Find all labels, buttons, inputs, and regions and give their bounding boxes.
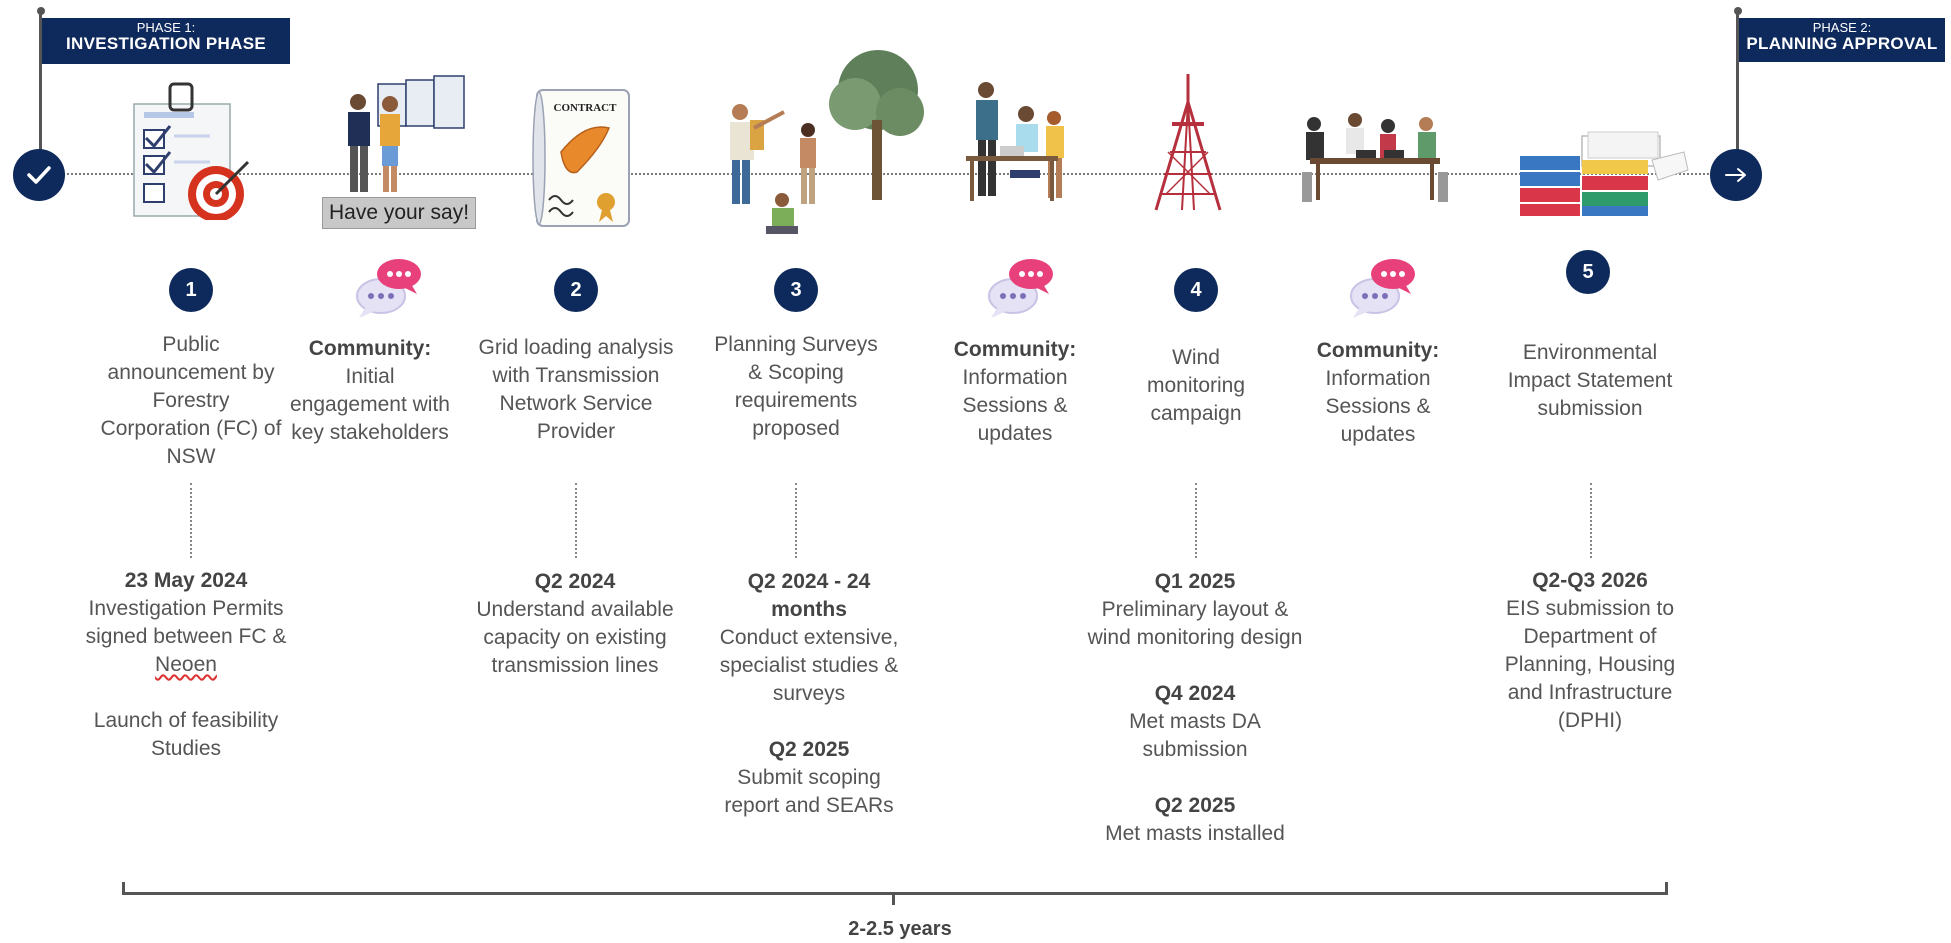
contract-illustration bbox=[532, 89, 630, 227]
step-4-date2: Q4 2024 bbox=[1154, 682, 1236, 705]
step-2-details: Q2 2024 Understand available capacity on… bbox=[455, 568, 695, 680]
community-3: Community: Information Sessions & update… bbox=[1298, 337, 1458, 449]
phase2-flag: PHASE 2: PLANNING APPROVAL bbox=[1739, 18, 1945, 62]
connector-1 bbox=[190, 483, 192, 558]
step-number-1: 1 bbox=[169, 268, 213, 312]
step-4-detail-text2: Met masts DA submission bbox=[1129, 710, 1261, 761]
step-2-date: Q2 2024 bbox=[534, 570, 616, 593]
team-desk-illustration bbox=[966, 82, 1064, 201]
community-1-title: Community: bbox=[308, 337, 432, 360]
step-3-detail-text2: Submit scoping report and SEARs bbox=[724, 766, 894, 817]
community-3-text: Information Sessions & updates bbox=[1325, 367, 1431, 446]
community-2: Community: Information Sessions & update… bbox=[935, 336, 1095, 448]
community-1-text: Initial engagement with key stakeholders bbox=[290, 365, 450, 444]
step-4-date3: Q2 2025 bbox=[1154, 794, 1236, 817]
step-1-details: 23 May 2024 Investigation Permits signed… bbox=[70, 567, 302, 763]
met-mast-illustration bbox=[1154, 74, 1222, 211]
step-1-date: 23 May 2024 bbox=[124, 569, 248, 592]
step-3-details: Q2 2024 - 24 months Conduct extensive, s… bbox=[700, 568, 918, 820]
community-3-title: Community: bbox=[1316, 339, 1440, 362]
step-1-description: Public announcement by Forestry Corporat… bbox=[100, 333, 282, 468]
step-1-detail-text: Investigation Permits signed between FC … bbox=[85, 597, 287, 648]
community-2-text: Information Sessions & updates bbox=[962, 366, 1068, 445]
step-number-4: 4 bbox=[1174, 268, 1218, 312]
flagpole-knob bbox=[1734, 7, 1742, 15]
surveyors-illustration bbox=[730, 50, 924, 234]
phase2-label: PHASE 2: bbox=[1812, 20, 1872, 35]
step-number-5: 5 bbox=[1566, 250, 1610, 294]
end-circle bbox=[1710, 149, 1762, 201]
flagpole-1 bbox=[39, 12, 42, 157]
speech-bubble-icon bbox=[356, 259, 421, 318]
phase1-flag: PHASE 1: INVESTIGATION PHASE bbox=[42, 18, 290, 64]
phase1-label: PHASE 1: bbox=[136, 20, 196, 35]
meeting-illustration bbox=[1302, 113, 1448, 202]
binders-illustration bbox=[1520, 131, 1689, 216]
step-number-2: 2 bbox=[554, 268, 598, 312]
arrow-right-icon bbox=[1725, 168, 1746, 182]
step-2-description: Grid loading analysis with Transmission … bbox=[478, 336, 674, 443]
speech-bubble-icon bbox=[1350, 259, 1415, 318]
flagpole-knob bbox=[37, 7, 45, 15]
community-1: Community: Initial engagement with key s… bbox=[290, 335, 450, 447]
community-2-title: Community: bbox=[953, 338, 1077, 361]
step-1-detail-neoen: Neoen bbox=[155, 653, 217, 676]
duration-bracket bbox=[122, 882, 1668, 895]
flagpole-2 bbox=[1736, 12, 1739, 157]
step-4-detail-text: Preliminary layout & wind monitoring des… bbox=[1087, 598, 1303, 649]
step-3-date2: Q2 2025 bbox=[768, 738, 850, 761]
step-4-detail-text3: Met masts installed bbox=[1105, 822, 1285, 845]
step-5-details: Q2-Q3 2026 EIS submission to Department … bbox=[1500, 567, 1680, 735]
speech-bubble-icon bbox=[988, 259, 1053, 318]
connector-2 bbox=[575, 483, 577, 558]
phase1-title: INVESTIGATION PHASE bbox=[66, 33, 266, 53]
step-1-detail-text2: Launch of feasibility Studies bbox=[93, 709, 279, 760]
connector-3 bbox=[795, 483, 797, 558]
step-3-description: Planning Surveys & Scoping requirements … bbox=[714, 333, 878, 440]
step-2-detail-text: Understand available capacity on existin… bbox=[476, 598, 674, 677]
clipboard-target-illustration bbox=[133, 82, 250, 220]
step-3-detail-text: Conduct extensive, specialist studies & … bbox=[719, 626, 899, 705]
connector-4 bbox=[1195, 483, 1197, 558]
step-5-date: Q2-Q3 2026 bbox=[1532, 569, 1648, 592]
step-5-detail-text: EIS submission to Department of Planning… bbox=[1504, 597, 1676, 732]
phase2-title: PLANNING APPROVAL bbox=[1746, 33, 1938, 53]
step-4-details: Q1 2025 Preliminary layout & wind monito… bbox=[1085, 568, 1305, 848]
contract-label: CONTRACT bbox=[553, 102, 617, 114]
timeline-line bbox=[40, 173, 1740, 175]
duration-label: 2-2.5 years bbox=[848, 918, 952, 940]
step-5-description: Environmental Impact Statement submissio… bbox=[1507, 341, 1673, 420]
step-4-description: Wind monitoring campaign bbox=[1146, 346, 1246, 425]
duration-bracket-tick bbox=[892, 893, 895, 905]
step-3-date: Q2 2024 - 24 months bbox=[747, 570, 871, 621]
start-circle bbox=[13, 149, 65, 201]
step-4-date: Q1 2025 bbox=[1154, 570, 1236, 593]
check-icon bbox=[27, 166, 51, 184]
have-your-say-illustration bbox=[348, 75, 465, 192]
step-number-3: 3 bbox=[774, 268, 818, 312]
connector-5 bbox=[1590, 483, 1592, 558]
have-your-say-banner: Have your say! bbox=[322, 197, 476, 229]
